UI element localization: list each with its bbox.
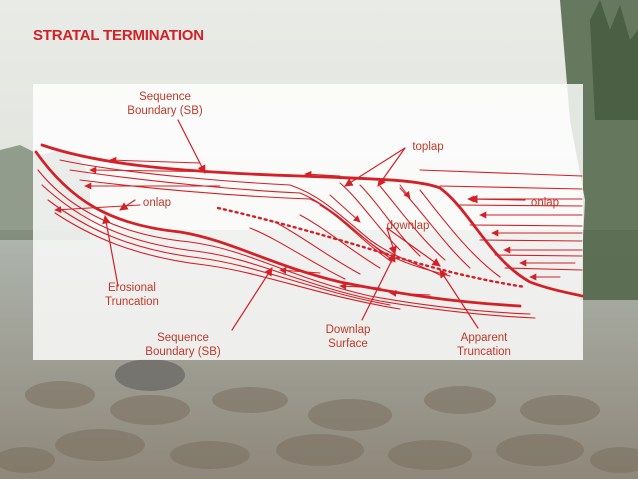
label-sequence-boundary-bottom: Sequence bbox=[157, 332, 209, 344]
label-apparent-truncation: Apparent bbox=[461, 332, 508, 344]
label-downlap: downlap bbox=[387, 220, 430, 232]
label-toplap: toplap bbox=[412, 141, 443, 153]
label-sequence-boundary-top-2: Boundary (SB) bbox=[127, 105, 203, 117]
label-onlap-right: onlap bbox=[531, 197, 559, 209]
downlap-surface-line bbox=[216, 206, 527, 289]
label-apparent-truncation-2: Truncation bbox=[457, 346, 511, 358]
label-erosional-truncation: Erosional bbox=[108, 282, 156, 294]
label-sequence-boundary-top: Sequence bbox=[139, 91, 191, 103]
label-onlap-left: onlap bbox=[143, 197, 171, 209]
label-sequence-boundary-bottom-2: Boundary (SB) bbox=[145, 346, 221, 358]
slide-title: STRATAL TERMINATION bbox=[33, 27, 204, 44]
sequence-boundary-upper bbox=[40, 143, 584, 298]
label-downlap-surface: Downlap bbox=[326, 324, 371, 336]
label-erosional-truncation-2: Truncation bbox=[105, 296, 159, 308]
label-downlap-surface-2: Surface bbox=[328, 338, 368, 350]
